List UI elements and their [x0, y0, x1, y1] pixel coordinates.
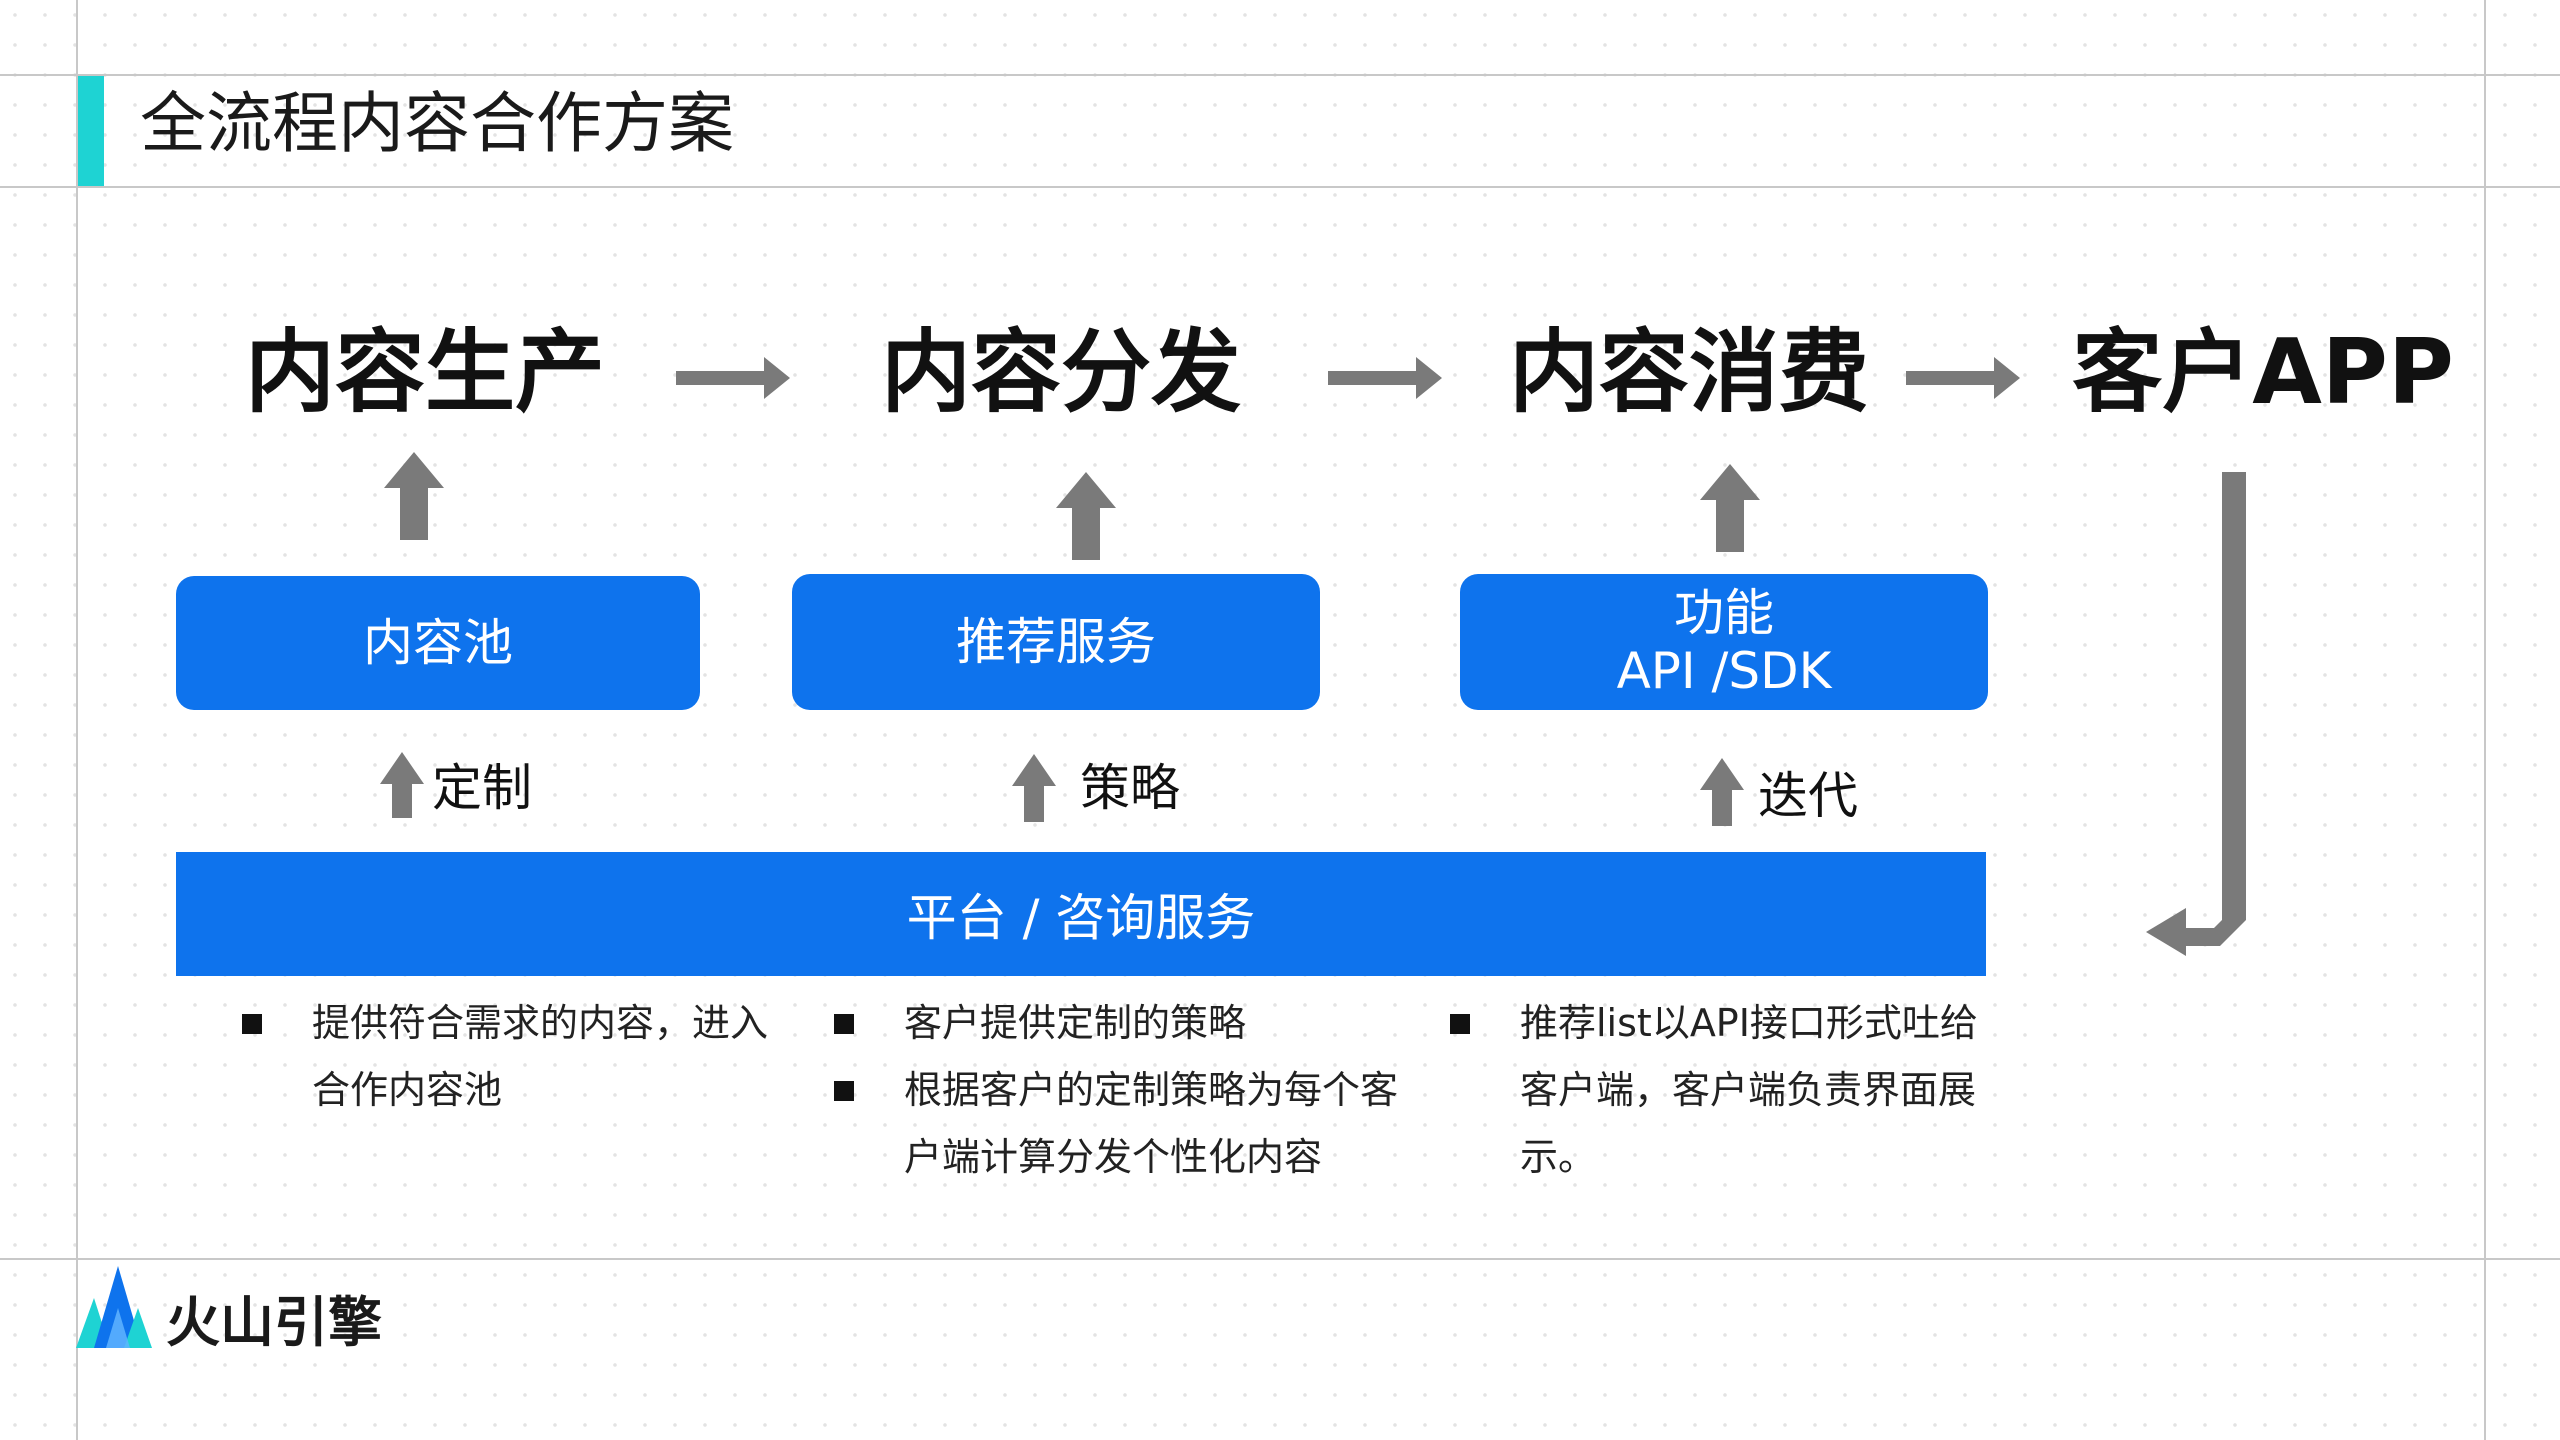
volcano-engine-logo-icon — [76, 1266, 152, 1348]
guide-line-header — [0, 186, 2560, 188]
stage-content-production: 内容生产 — [245, 320, 605, 425]
stage-client-app: 客户APP — [2072, 320, 2454, 425]
title-accent-bar — [78, 76, 104, 186]
service-content-pool[interactable]: 内容池 — [176, 576, 700, 710]
arrow-return-down-left-icon — [2146, 908, 2186, 956]
page-title: 全流程内容合作方案 — [140, 85, 734, 162]
service-label: 内容池 — [363, 614, 513, 672]
list-item: 客户提供定制的策略 — [834, 990, 1414, 1057]
arrow-right-icon — [1328, 357, 1442, 399]
list-item: 推荐list以API接口形式吐给客户端，客户端负责界面展示。 — [1450, 990, 2010, 1191]
input-label-strategy: 策略 — [1080, 759, 1180, 817]
service-recommendation[interactable]: 推荐服务 — [792, 574, 1320, 710]
arrow-up-icon — [380, 752, 424, 818]
arrow-up-icon — [384, 452, 444, 540]
list-item: 提供符合需求的内容，进入合作内容池 — [242, 990, 782, 1124]
stage-content-consumption: 内容消费 — [1509, 320, 1869, 425]
input-label-iterate: 迭代 — [1758, 767, 1858, 825]
guide-line-right — [2484, 0, 2486, 1440]
arrow-up-icon — [1012, 754, 1056, 822]
service-label: 推荐服务 — [956, 613, 1156, 671]
guide-line-left — [76, 0, 78, 1440]
platform-consulting-bar[interactable]: 平台 / 咨询服务 — [176, 852, 1986, 976]
guide-line-footer — [0, 1258, 2560, 1260]
notes-column-3: 推荐list以API接口形式吐给客户端，客户端负责界面展示。 — [1450, 990, 2010, 1191]
service-api-sdk[interactable]: 功能 API /SDK — [1460, 574, 1988, 710]
list-item: 根据客户的定制策略为每个客户端计算分发个性化内容 — [834, 1057, 1414, 1191]
brand-name: 火山引擎 — [166, 1291, 382, 1354]
service-label: API /SDK — [1616, 642, 1832, 700]
notes-column-1: 提供符合需求的内容，进入合作内容池 — [242, 990, 782, 1124]
input-label-customize: 定制 — [432, 759, 532, 817]
stage-content-distribution: 内容分发 — [881, 320, 1241, 425]
guide-line-top — [0, 74, 2560, 76]
service-label: 功能 — [1674, 584, 1774, 642]
arrow-right-icon — [1906, 357, 2020, 399]
arrow-right-icon — [676, 357, 790, 399]
arrow-up-icon — [1056, 472, 1116, 560]
arrow-up-icon — [1700, 758, 1744, 826]
platform-label: 平台 / 咨询服务 — [906, 889, 1256, 947]
arrow-return-down-left-icon — [2184, 472, 2246, 946]
arrow-up-icon — [1700, 464, 1760, 552]
notes-column-2: 客户提供定制的策略 根据客户的定制策略为每个客户端计算分发个性化内容 — [834, 990, 1414, 1191]
